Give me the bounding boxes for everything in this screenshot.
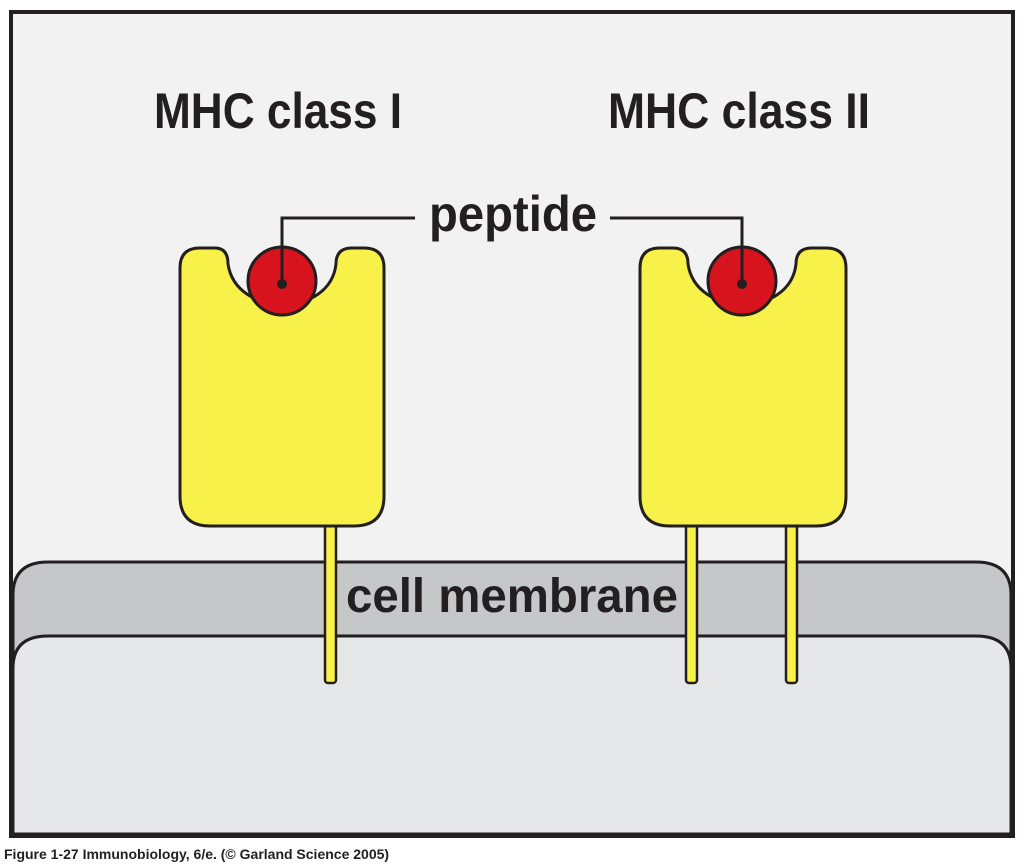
peptide-leader-line-class-i [280, 216, 415, 284]
mhc-class-ii-label: MHC class II [608, 83, 870, 139]
mhc-class-i-label: MHC class I [154, 83, 402, 139]
figure-caption: Figure 1-27 Immunobiology, 6/e. (© Garla… [4, 846, 390, 862]
cell-membrane-label: cell membrane [346, 570, 678, 623]
mhc-diagram: MHC class I MHC class II peptide cell me… [9, 10, 1015, 838]
peptide-label: peptide [429, 186, 597, 242]
peptide-dot-class-i [277, 279, 287, 289]
mhc-class-ii-transmembrane-stalk-beta [784, 518, 799, 685]
mhc-class-ii-transmembrane-stalk-alpha [684, 518, 699, 685]
cell-interior [11, 634, 1013, 836]
mhc-class-ii-molecule [638, 246, 848, 528]
peptide-dot-class-ii [737, 279, 747, 289]
peptide-leader-line-class-ii [610, 216, 744, 284]
mhc-class-i-molecule [178, 246, 386, 528]
mhc-class-i-transmembrane-stalk [323, 518, 338, 685]
